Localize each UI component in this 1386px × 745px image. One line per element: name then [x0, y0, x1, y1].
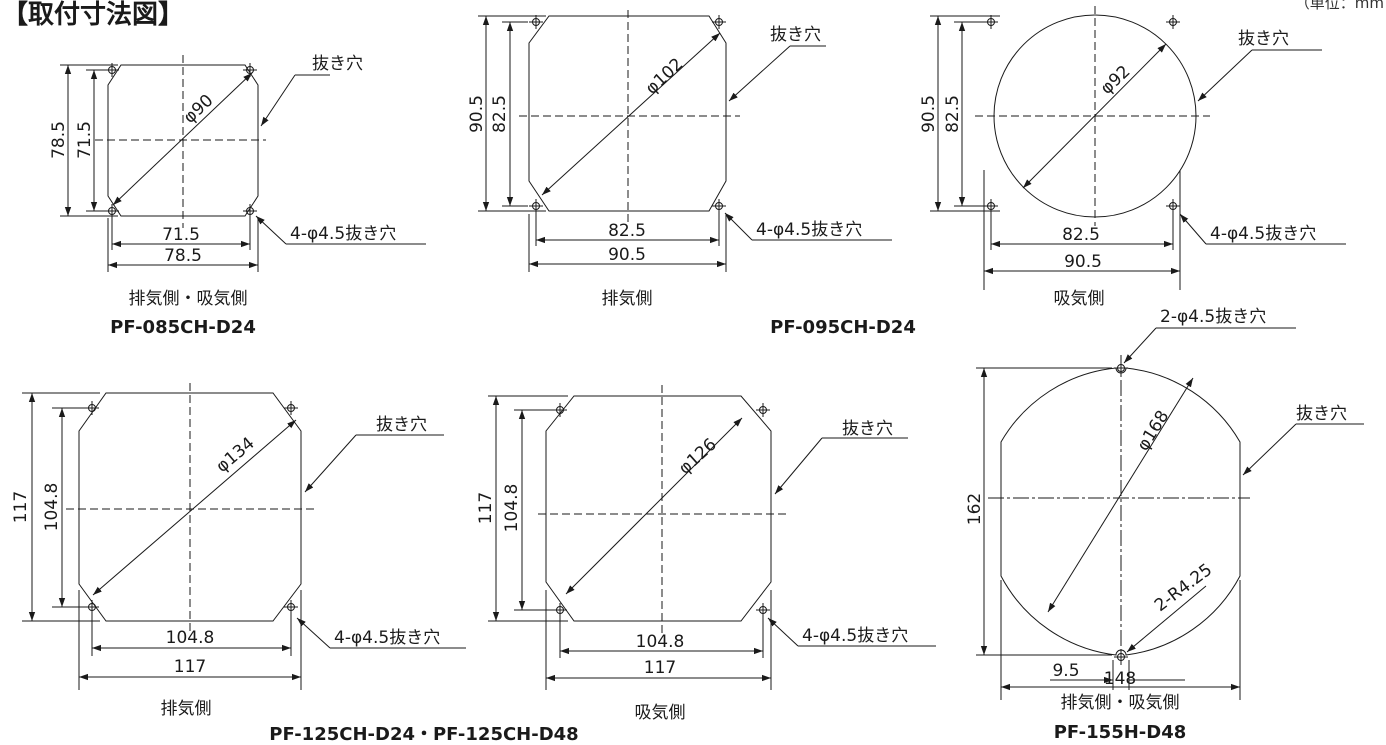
unit-note: （単位：mm: [1294, 0, 1384, 12]
w-offset-6: 9.5: [1052, 661, 1079, 681]
w-outer-6: 148: [1104, 669, 1136, 689]
dia-label-6: φ168: [1133, 407, 1173, 455]
dia-arrow-6: [1047, 377, 1194, 613]
diagram-4-pf125-exhaust: [22, 383, 466, 690]
w-inner-4: 104.8: [166, 628, 215, 648]
radius-leader-6: [1126, 585, 1207, 653]
w-inner-3: 82.5: [1062, 225, 1100, 245]
model-2: PF-095CH-D24: [770, 317, 916, 338]
holes-label-5: 4-φ4.5抜き穴: [802, 626, 908, 646]
caption-4: 排気側: [161, 699, 212, 719]
caption-2: 排気側: [602, 289, 653, 309]
page-title: 【取付寸法図】: [2, 0, 185, 30]
cutout-label-5: 抜き穴: [842, 419, 893, 439]
mount-hole-4b: [284, 401, 298, 415]
mount-hole-2b: [712, 15, 726, 29]
radius-label-6: 2-R4.25: [1151, 560, 1216, 616]
h-inner-2: 82.5: [490, 95, 510, 133]
mount-hole-5a: [553, 403, 567, 417]
diagram-3-pf095-intake: [930, 6, 1346, 290]
h-outer-4: 117: [11, 491, 31, 523]
model-3: PF-125CH-D24・PF-125CH-D48: [269, 724, 578, 745]
mount-hole-4a: [85, 401, 99, 415]
mount-hole-3b: [1166, 15, 1180, 29]
dia-label-2: φ102: [642, 54, 688, 98]
mount-hole-4d: [284, 600, 298, 614]
h-inner-4: 104.8: [42, 483, 62, 532]
h-inner-3: 82.5: [943, 95, 963, 133]
cutout-outline-5: [545, 395, 772, 622]
cutout-outline-4: [78, 392, 302, 622]
dia-arrow-1: [112, 72, 253, 206]
dia-label-1: φ90: [180, 91, 218, 128]
cutout-label-4: 抜き穴: [376, 415, 427, 435]
w-outer-3: 90.5: [1064, 252, 1102, 272]
dia-arrow-2: [541, 32, 721, 196]
w-inner-1: 71.5: [162, 225, 200, 245]
cutout-label-1: 抜き穴: [312, 54, 363, 74]
holes-label-4: 4-φ4.5抜き穴: [334, 628, 440, 648]
mount-hole-3a: [984, 15, 998, 29]
holes-label-3: 4-φ4.5抜き穴: [1210, 224, 1316, 244]
diagram-6-pf155: [976, 327, 1364, 700]
w-inner-2: 82.5: [608, 221, 646, 241]
w-outer-5: 117: [644, 658, 676, 678]
caption-1: 排気側・吸気側: [129, 289, 248, 309]
h-outer-3: 90.5: [919, 95, 939, 133]
cutout-label-6: 抜き穴: [1296, 404, 1347, 424]
dia-arrow-4: [92, 419, 297, 596]
model-1: PF-085CH-D24: [110, 317, 256, 338]
cutout-outline-2: [528, 15, 727, 212]
mount-hole-2a: [529, 15, 543, 29]
mount-hole-4c: [85, 600, 99, 614]
diagram-1-pf085: [60, 55, 426, 272]
holes-label-2: 4-φ4.5抜き穴: [756, 220, 862, 240]
h-outer-6: 162: [965, 493, 985, 525]
dia-label-3: φ92: [1097, 62, 1135, 99]
w-inner-5: 104.8: [636, 632, 685, 652]
model-4: PF-155H-D48: [1054, 722, 1187, 743]
diagram-2-pf095-exhaust: [478, 10, 892, 272]
h-outer-5: 117: [476, 492, 496, 524]
w-outer-4: 117: [174, 657, 206, 677]
holes2-label-6: 2-φ4.5抜き穴: [1160, 307, 1266, 327]
mount-hole-6a: [1114, 361, 1128, 375]
dia-label-5: φ126: [675, 435, 721, 479]
w-outer-1: 78.5: [164, 246, 202, 266]
h-inner-5: 104.8: [502, 484, 522, 533]
diagram-5-pf125-intake: [488, 385, 936, 690]
dia-label-4: φ134: [212, 433, 258, 476]
h-inner-1: 71.5: [75, 121, 95, 159]
dia-arrow-5: [565, 417, 743, 595]
dia-arrow-3: [1022, 43, 1167, 189]
w-outer-2: 90.5: [608, 245, 646, 265]
h-outer-2: 90.5: [467, 95, 487, 133]
h-outer-1: 78.5: [49, 121, 69, 159]
cutout-label-2: 抜き穴: [770, 25, 821, 45]
cutout-outline-1: [107, 64, 259, 217]
caption-3: 吸気側: [1054, 289, 1105, 309]
holes-label-1: 4-φ4.5抜き穴: [290, 224, 396, 244]
caption-6: 排気側・吸気側: [1061, 693, 1180, 713]
mount-hole-5b: [756, 403, 770, 417]
cutout-label-3: 抜き穴: [1238, 29, 1289, 49]
caption-5: 吸気側: [635, 703, 686, 723]
mount-hole-6b: [1114, 650, 1128, 664]
